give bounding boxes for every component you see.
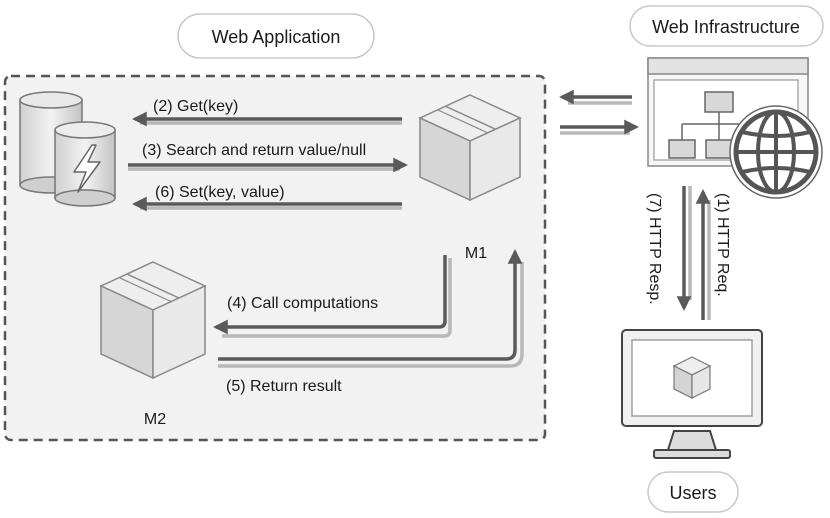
arrow-return-result xyxy=(218,249,524,368)
m2-label: M2 xyxy=(144,411,166,428)
arrow-get-key xyxy=(132,111,402,127)
edge-label-search-return: (3) Search and return value/null xyxy=(142,142,366,159)
users-title: Users xyxy=(647,471,739,513)
cube-icon xyxy=(672,356,712,399)
edge-label-http-req: (1) HTTP Req. xyxy=(714,193,731,297)
sitemap-icon xyxy=(668,91,740,159)
arrow-call-computations xyxy=(213,255,452,338)
arrow-infra-to-app xyxy=(559,89,632,105)
arrow-http-req xyxy=(695,189,711,320)
arrow-set-key-value xyxy=(132,196,402,212)
arrow-search-return xyxy=(128,157,408,173)
edge-label-call-computations: (4) Call computations xyxy=(227,295,378,312)
svg-text:Web Application: Web Application xyxy=(212,27,341,47)
web-infrastructure-title: Web Infrastructure xyxy=(629,5,824,47)
database-icon xyxy=(19,91,116,207)
arrow-app-to-infra xyxy=(560,119,639,135)
globe-icon xyxy=(729,105,823,199)
edge-label-get-key: (2) Get(key) xyxy=(153,98,238,115)
svg-text:Users: Users xyxy=(669,483,716,503)
m2-cube-icon xyxy=(99,261,207,380)
lightning-icon xyxy=(73,144,101,193)
web-infrastructure-icon xyxy=(647,57,823,199)
web-application-title: Web Application xyxy=(177,13,375,59)
edge-label-set-key-value: (6) Set(key, value) xyxy=(155,184,285,201)
m1-label: M1 xyxy=(465,245,487,262)
edge-label-http-resp: (7) HTTP Resp. xyxy=(646,193,663,305)
edge-label-return-result: (5) Return result xyxy=(226,378,342,395)
svg-text:Web Infrastructure: Web Infrastructure xyxy=(652,17,800,37)
arrow-http-resp xyxy=(676,186,692,311)
monitor-icon xyxy=(621,329,763,459)
m1-cube-icon xyxy=(418,94,522,202)
